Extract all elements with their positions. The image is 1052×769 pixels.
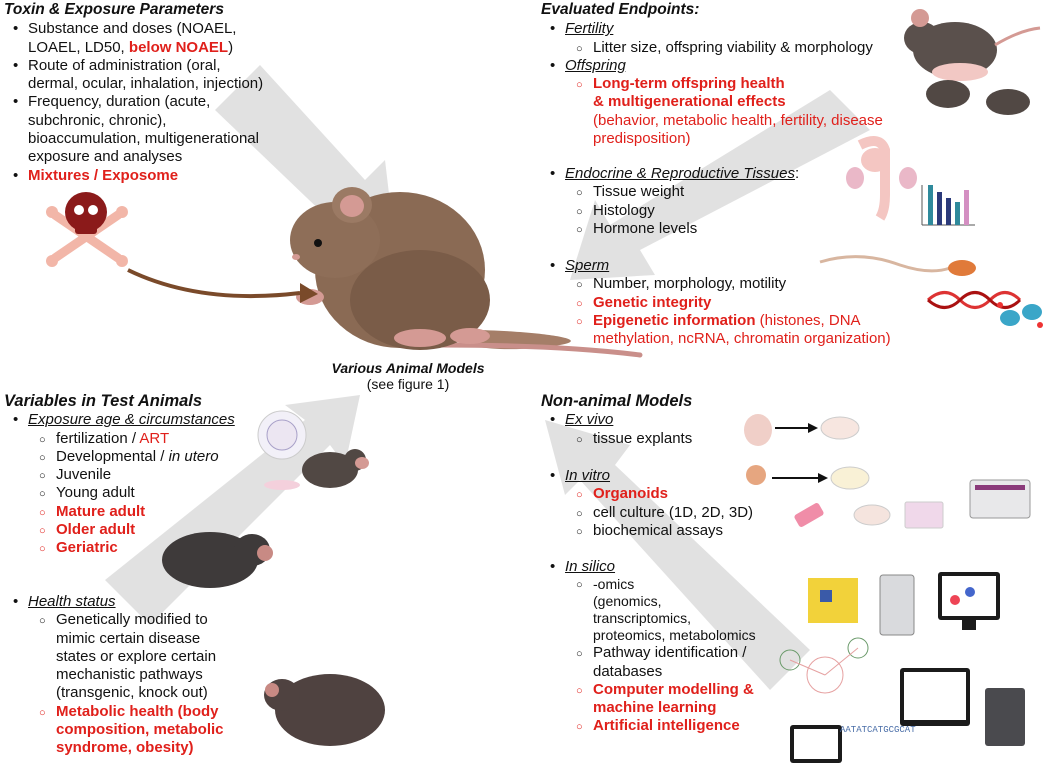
exposure-young-adult: Young adult [4, 484, 284, 504]
toxin-item-frequency: Frequency, duration (acute,subchronic, c… [4, 93, 304, 166]
health-status-section: Health status Genetically modified tomim… [4, 593, 264, 758]
endpoint-sperm: Sperm [541, 257, 981, 276]
variables-section: Variables in Test Animals Exposure age &… [4, 392, 284, 559]
exposure-age: Exposure age & circumstances [4, 411, 284, 430]
endpoint-endocrine: Endocrine & Reproductive Tissues: [541, 165, 841, 184]
ex-vivo: Ex vivo [541, 411, 801, 430]
exposure-juvenile: Juvenile [4, 466, 284, 486]
exposure-mature-adult: Mature adult [4, 503, 284, 523]
in-silico-section: In silico -omics(genomics,transcriptomic… [541, 558, 781, 737]
endocrine-sub-weight: Tissue weight [541, 183, 841, 203]
exposure-fertilization: fertilization / ART [4, 430, 284, 450]
toxin-exposure-section: Toxin & Exposure Parameters Substance an… [4, 1, 304, 185]
skull-arrowhead [300, 283, 318, 303]
endpoint-offspring: Offspring [541, 57, 961, 76]
in-vitro-cell-culture: cell culture (1D, 2D, 3D) [541, 504, 801, 524]
hormone-bar-chart-icon [921, 185, 975, 226]
in-silico: In silico [541, 558, 781, 577]
ex-vivo-sub: tissue explants [541, 430, 801, 450]
non-animal-section: Non-animal Models Ex vivo tissue explant… [541, 392, 801, 450]
nucleosome-icon [997, 302, 1043, 328]
in-vitro-section: In vitro Organoids cell culture (1D, 2D,… [541, 467, 801, 542]
non-animal-heading: Non-animal Models [541, 392, 693, 410]
center-caption: Various Animal Models (see figure 1) [318, 360, 498, 392]
endpoints-heading: Evaluated Endpoints: [541, 1, 700, 18]
in-silico-ai: Artificial intelligence [541, 717, 781, 737]
toxin-item-mixtures: Mixtures / Exposome [4, 167, 304, 186]
endocrine-sub-histology: Histology [541, 202, 841, 222]
in-silico-illustration [779, 572, 1025, 763]
toxin-item-route: Route of administration (oral,dermal, oc… [4, 57, 304, 94]
toxin-heading: Toxin & Exposure Parameters [4, 1, 224, 18]
in-silico-modelling: Computer modelling &machine learning [541, 681, 781, 718]
exposure-developmental: Developmental / in utero [4, 448, 284, 468]
sperm-sub-epigenetic: Epigenetic information (histones, DNAmet… [541, 312, 981, 349]
endocrine-section: Endocrine & Reproductive Tissues: Tissue… [541, 165, 841, 240]
in-vitro: In vitro [541, 467, 801, 486]
health-status: Health status [4, 593, 264, 612]
in-vitro-organoids: Organoids [541, 485, 801, 505]
obese-rat-illustration [264, 674, 385, 746]
in-vitro-illustration [746, 465, 1031, 529]
in-silico-omics: -omics(genomics,transcriptomics,proteomi… [541, 576, 781, 644]
reproductive-organs-illustration [846, 136, 917, 221]
sperm-sub-number: Number, morphology, motility [541, 275, 981, 295]
skull-arrow [127, 268, 301, 299]
central-rat-illustration [290, 187, 643, 358]
center-title: Various Animal Models [331, 360, 485, 376]
sperm-sub-genetic: Genetic integrity [541, 294, 981, 314]
exposure-older-adult: Older adult [4, 521, 284, 541]
center-subtitle: (see figure 1) [366, 376, 450, 392]
endpoint-fertility-sub: Litter size, offspring viability & morph… [541, 39, 961, 59]
evaluated-endpoints-section: Evaluated Endpoints: Fertility Litter si… [541, 1, 961, 148]
skull-crossbones-icon [46, 192, 128, 267]
dna-sequence-text: AATATCATGCGCAT [840, 725, 916, 735]
endpoint-offspring-sub: Long-term offspring health& multigenerat… [541, 75, 961, 148]
variables-heading: Variables in Test Animals [4, 392, 203, 410]
exposure-geriatric: Geriatric [4, 539, 284, 559]
in-vitro-assays: biochemical assays [541, 522, 801, 542]
young-mouse-illustration [302, 449, 369, 488]
endpoint-fertility: Fertility [541, 20, 961, 39]
endocrine-sub-hormone: Hormone levels [541, 220, 841, 240]
toxin-item-substance: Substance and doses (NOAEL, LOAEL, LD50,… [4, 20, 304, 57]
sperm-section: Sperm Number, morphology, motility Genet… [541, 257, 981, 348]
in-silico-pathway: Pathway identification /databases [541, 644, 781, 681]
